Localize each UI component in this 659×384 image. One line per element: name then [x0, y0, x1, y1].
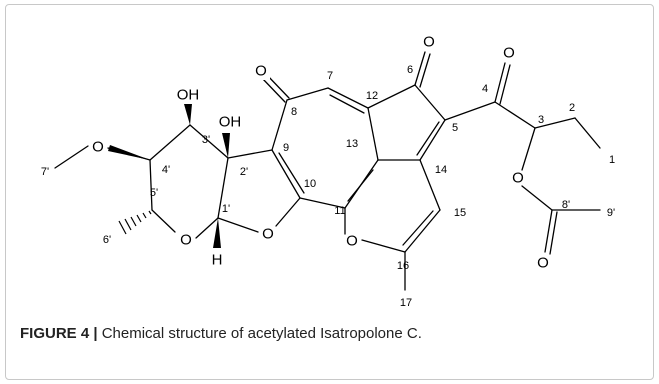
- bond-c4p-c5p: [149, 159, 153, 211]
- bond-c5p-o: [151, 209, 176, 233]
- bond-c10-o: [275, 197, 301, 227]
- bond-c8p-o: [544, 209, 553, 253]
- bond-c9-c10: [271, 149, 301, 199]
- bond-c4-o: [494, 62, 506, 103]
- atom-o-furan: O: [262, 226, 274, 243]
- bond-c2p-c3p: [189, 124, 229, 159]
- num-7prime: 7': [41, 166, 49, 178]
- bond-c13-c11-inner: [347, 169, 374, 202]
- bond-c5-c4: [444, 101, 496, 121]
- bond-c6-c5: [414, 84, 446, 121]
- bond-c8-c7: [286, 87, 329, 101]
- num-1: 1: [609, 154, 615, 166]
- atom-numbers: 7 6 4 2 3 1 12 8 5 9 13 14 10 11 15 16 1…: [41, 64, 615, 309]
- num-2: 2: [569, 102, 575, 114]
- bond-c4-o-b: [499, 64, 511, 105]
- figure-frame: [5, 4, 654, 380]
- bond-o-c1p: [217, 217, 259, 233]
- atom-oh-2prime: OH: [219, 114, 242, 131]
- wedge-c2p-oh: [222, 133, 230, 158]
- bond-c5-c14-inner: [416, 121, 440, 156]
- num-5: 5: [452, 122, 458, 134]
- wedge-c3p-oh: [184, 104, 192, 125]
- atom-o-pyranose: O: [180, 232, 192, 249]
- bond-c3p-c4p: [149, 124, 191, 161]
- atom-h-1prime: H: [212, 252, 223, 269]
- num-16: 16: [397, 260, 409, 272]
- atom-oh-3prime: OH: [177, 87, 200, 104]
- num-2prime: 2': [240, 166, 248, 178]
- bond-c9-c10-inner: [278, 152, 305, 194]
- atom-o-carbonyl-8prime: O: [537, 255, 549, 272]
- num-17: 17: [400, 297, 412, 309]
- bond-c12-c13: [367, 107, 379, 161]
- num-14: 14: [435, 164, 447, 176]
- bond-c6-o: [414, 51, 426, 86]
- bond-c5-c14: [419, 119, 446, 161]
- wedge-c4p-o: [108, 145, 150, 160]
- bond-o-c1p-ring: [195, 217, 219, 239]
- num-10: 10: [304, 178, 316, 190]
- bond-c12-c6: [367, 84, 416, 109]
- figure-label: FIGURE 4 |: [20, 325, 98, 342]
- bond-c3-c2: [534, 117, 576, 129]
- figure-caption: FIGURE 4 | Chemical structure of acetyla…: [20, 325, 422, 342]
- bond-c8p-o-b: [549, 211, 558, 255]
- bond-c7-c12-inner: [329, 94, 365, 114]
- atom-o-ester: O: [512, 170, 524, 187]
- num-5prime: 5': [150, 187, 158, 199]
- bond-c2p-c1p: [217, 157, 229, 219]
- bond-c10-c11: [299, 197, 346, 209]
- hash-bond-c5p-c6p: [118, 210, 152, 235]
- bond-c14-c15: [419, 159, 441, 211]
- atom-labels: O O O OH OH O O O O O O H: [92, 33, 549, 272]
- bond-c4-c3: [494, 101, 536, 129]
- bond-c2-c1: [574, 117, 601, 149]
- bond-c16-o: [361, 239, 406, 253]
- num-9prime: 9': [607, 207, 615, 219]
- num-1prime: 1': [222, 203, 230, 215]
- bond-o-c8p: [521, 185, 553, 211]
- num-15: 15: [454, 207, 466, 219]
- num-13: 13: [346, 138, 358, 150]
- bond-c2p-c9: [227, 149, 273, 159]
- bond-c15-c16: [404, 209, 441, 253]
- bond-c6-o-b: [419, 53, 431, 88]
- bond-c8-c9: [271, 99, 288, 151]
- num-4prime: 4': [162, 164, 170, 176]
- wedge-bonds: [108, 104, 230, 248]
- num-6: 6: [407, 64, 413, 76]
- bond-c7-c12: [327, 87, 369, 109]
- bond-c3-o: [521, 127, 536, 171]
- wedge-c1p-h: [213, 218, 221, 248]
- num-8: 8: [291, 106, 297, 118]
- atom-o-ketone6: O: [423, 34, 435, 51]
- atom-o-ketone8: O: [255, 63, 267, 80]
- num-8prime: 8': [562, 199, 570, 211]
- caption-text: Chemical structure of acetylated Isatrop…: [97, 325, 422, 342]
- bond-c15-c16-inner: [402, 210, 434, 246]
- bond-o-c7p: [54, 145, 89, 169]
- atom-o-4prime: O: [92, 139, 104, 156]
- num-6prime: 6': [103, 234, 111, 246]
- num-3prime: 3': [202, 134, 210, 146]
- bond-c8-o: [261, 77, 286, 103]
- num-12: 12: [366, 90, 378, 102]
- num-4: 4: [482, 83, 488, 95]
- atom-o-ketone4: O: [503, 45, 515, 62]
- num-9: 9: [283, 142, 289, 154]
- num-11: 11: [334, 205, 345, 217]
- num-3: 3: [538, 114, 544, 126]
- num-7: 7: [327, 70, 333, 82]
- atom-o-pyran: O: [346, 233, 358, 250]
